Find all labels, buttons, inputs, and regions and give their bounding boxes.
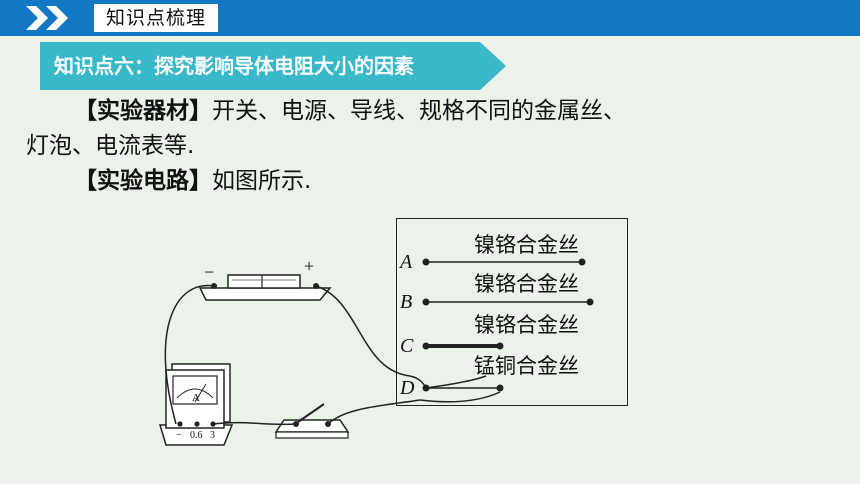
wire-letter-b: B: [400, 291, 413, 313]
wire-letter-c: C: [400, 335, 414, 357]
ammeter-terminal-3: 3: [210, 430, 215, 441]
circuit-text: 如图所示.: [212, 168, 312, 194]
battery: [198, 274, 332, 301]
wire-letter-a: A: [400, 251, 413, 273]
materials-text-1: 开关、电源、导线、规格不同的金属丝、: [212, 98, 626, 124]
double-chevron-icon: [26, 6, 68, 30]
circuit-line: 【实验电路】如图所示.: [74, 166, 311, 196]
switch: [274, 403, 350, 439]
materials-text-2: 灯泡、电流表等.: [26, 133, 195, 159]
topic-label: 知识点六：探究影响导体电阻大小的因素: [54, 54, 414, 78]
header-bar: 知识点梳理: [0, 0, 860, 36]
topic-ribbon: 知识点六：探究影响导体电阻大小的因素: [40, 42, 506, 90]
materials-heading: 【实验器材】: [74, 98, 212, 124]
materials-line-1: 【实验器材】开关、电源、导线、规格不同的金属丝、: [74, 96, 626, 126]
ammeter-terminal-06: 0.6: [190, 430, 203, 441]
wire-label-a: 镍铬合金丝: [474, 233, 579, 257]
wire-board: [396, 218, 628, 406]
ammeter-unit: A: [192, 392, 200, 404]
battery-minus-label: −: [204, 262, 215, 282]
circuit-heading: 【实验电路】: [74, 168, 212, 194]
section-title: 知识点梳理: [94, 4, 219, 32]
ammeter-terminal-neg: −: [176, 430, 182, 441]
wire-label-d: 锰铜合金丝: [474, 354, 579, 378]
wire-label-b: 镍铬合金丝: [474, 272, 579, 296]
wire-letter-d: D: [400, 377, 415, 399]
connecting-wires: [164, 284, 501, 426]
ammeter: [158, 363, 234, 446]
wire-label-c: 镍铬合金丝: [474, 313, 579, 337]
test-wires: [422, 258, 594, 392]
materials-line-2: 灯泡、电流表等.: [26, 131, 194, 161]
battery-plus-label: +: [304, 256, 315, 276]
